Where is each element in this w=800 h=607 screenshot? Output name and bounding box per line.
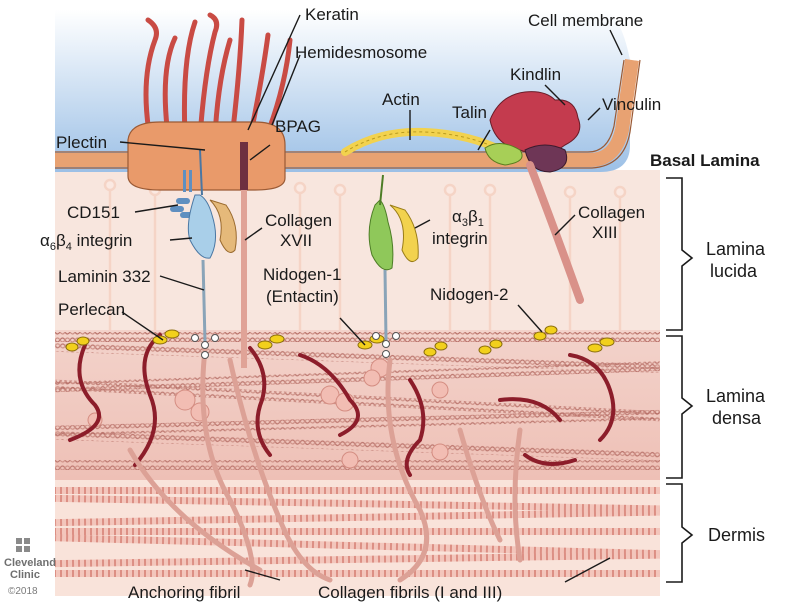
basal-lamina-label: Basal Lamina	[650, 151, 760, 170]
nidogen-molecules	[65, 325, 615, 357]
perlecan-label: Perlecan	[58, 300, 125, 319]
logo-mark	[16, 538, 30, 552]
cell-membrane	[55, 59, 639, 167]
lamina-densa-bracket	[666, 335, 694, 479]
lamina-densa-label-2: densa	[712, 408, 762, 428]
collagen-xvii-label-2: XVII	[280, 231, 312, 250]
anchoring-fibril-label: Anchoring fibril	[128, 583, 240, 602]
leader-lines	[119, 14, 623, 583]
a3b1-integrin-complex	[368, 174, 419, 358]
collagen-fibrils	[54, 487, 661, 577]
vinculin-label: Vinculin	[602, 95, 661, 114]
a6b4-integrin-label: α6β4 integrin	[40, 231, 132, 253]
lamina-lucida-label-1: Lamina	[706, 239, 766, 259]
nidogen1-label-1: Nidogen-1	[263, 265, 341, 284]
lamina-densa-label-1: Lamina	[706, 386, 766, 406]
lamina-lucida-bracket	[666, 177, 694, 331]
logo-text-2: Clinic	[10, 569, 40, 581]
collagen-xiii-label-2: XIII	[592, 223, 618, 242]
anchoring-fibrils	[127, 347, 523, 588]
talin-label: Talin	[452, 103, 487, 122]
logo-copyright: ©2018	[8, 586, 38, 597]
a3b1-integrin-label-2: integrin	[432, 229, 488, 248]
labels: Keratin Hemidesmosome Cell membrane Kind…	[40, 5, 661, 602]
collagen-xvii	[240, 142, 248, 368]
cd151-label: CD151	[67, 203, 120, 222]
cell-membrane-outline	[55, 59, 641, 169]
plectin-label: Plectin	[56, 133, 107, 152]
lamina-lucida-label-2: lucida	[710, 261, 758, 281]
actin-label: Actin	[382, 90, 420, 109]
bpag-label: BPAG	[275, 117, 321, 136]
collagen-xvii-label-1: Collagen	[265, 211, 332, 230]
a3b1-integrin-label-1: α3β1	[452, 207, 484, 229]
cleveland-clinic-logo: Cleveland Clinic ©2018	[4, 538, 56, 597]
laminin-label: Laminin 332	[58, 267, 151, 286]
logo-text-1: Cleveland	[4, 557, 56, 569]
kindlin-label: Kindlin	[510, 65, 561, 84]
actin-filament-detail	[344, 131, 506, 153]
collagen-xiii-label-1: Collagen	[578, 203, 645, 222]
a6b4-integrin-complex	[170, 149, 237, 359]
nidogen1-label-2: (Entactin)	[266, 287, 339, 306]
focal-adhesion-complex	[484, 91, 584, 304]
hemidesmosome-plaque	[127, 121, 286, 191]
hemidesmosome-label: Hemidesmosome	[295, 43, 427, 62]
perlecan-strands	[68, 333, 616, 477]
keratin-label: Keratin	[305, 5, 359, 24]
layer-brackets: Basal Lamina Lamina lucida Lamina densa …	[650, 151, 766, 583]
collagen-fibrils-label: Collagen fibrils (I and III)	[318, 583, 502, 602]
cell-membrane-inner-outline	[55, 59, 625, 153]
nidogen2-label: Nidogen-2	[430, 285, 508, 304]
anchoring-filaments	[103, 178, 627, 330]
dermis-label: Dermis	[708, 525, 765, 545]
dermis-bracket	[666, 483, 694, 583]
cell-membrane-label: Cell membrane	[528, 11, 643, 30]
